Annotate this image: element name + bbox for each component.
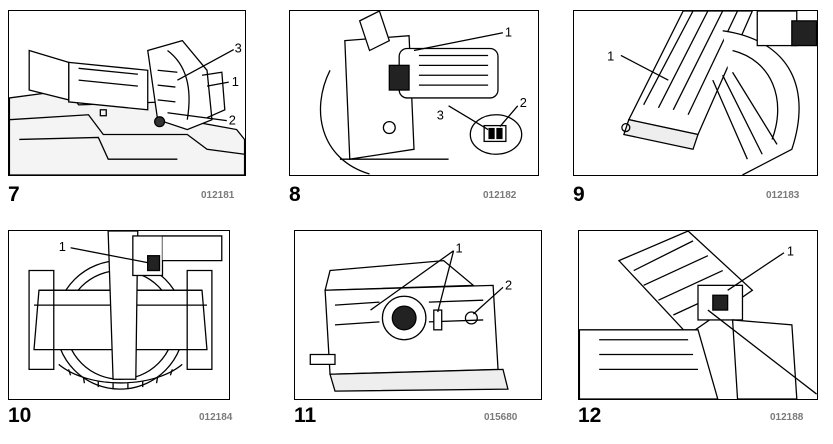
callout-1: 1 bbox=[607, 48, 614, 63]
figure-10-illustration: 1 bbox=[8, 230, 230, 400]
figure-11-code: 015680 bbox=[484, 412, 518, 423]
figure-12-illustration: 1 bbox=[578, 230, 818, 400]
saw-head-rear-drawing: 1 2 3 bbox=[319, 11, 527, 175]
callout-2: 2 bbox=[229, 113, 236, 128]
callout-2: 2 bbox=[520, 95, 527, 110]
callout-1: 1 bbox=[59, 239, 66, 254]
figure-10-code: 012184 bbox=[199, 412, 233, 423]
saw-head-angle-drawing: 1 bbox=[579, 231, 817, 399]
dust-bag-drawing: 1 bbox=[607, 11, 817, 175]
saw-side-view-drawing: 1 2 bbox=[309, 241, 512, 392]
figure-10-number: 10 bbox=[8, 404, 32, 427]
callout-3: 3 bbox=[437, 108, 444, 123]
figure-8-illustration: 1 2 3 bbox=[289, 10, 539, 176]
callout-2: 2 bbox=[505, 277, 512, 292]
figure-9-code: 012183 bbox=[766, 190, 800, 201]
callout-1: 1 bbox=[232, 74, 239, 89]
figure-12-code: 012188 bbox=[770, 412, 804, 423]
figure-7-number: 7 bbox=[8, 183, 20, 206]
figure-11-number: 11 bbox=[294, 404, 317, 427]
callout-1: 1 bbox=[505, 25, 512, 40]
miter-saw-top-view-drawing: 1 bbox=[28, 231, 223, 390]
figure-7-code: 012181 bbox=[201, 190, 235, 201]
figure-11-illustration: 1 2 bbox=[294, 230, 542, 400]
callout-3: 3 bbox=[235, 40, 242, 55]
miter-saw-fence-drawing: 1 2 3 bbox=[9, 39, 245, 175]
figure-8-number: 8 bbox=[289, 183, 301, 206]
callout-1: 1 bbox=[787, 244, 794, 259]
figure-9-number: 9 bbox=[573, 183, 585, 206]
figure-12-number: 12 bbox=[578, 404, 602, 427]
callout-1: 1 bbox=[456, 241, 463, 256]
figure-9-illustration: 1 bbox=[573, 10, 818, 176]
figure-7-illustration: 1 2 3 bbox=[8, 10, 246, 176]
figure-8-code: 012182 bbox=[483, 190, 517, 201]
